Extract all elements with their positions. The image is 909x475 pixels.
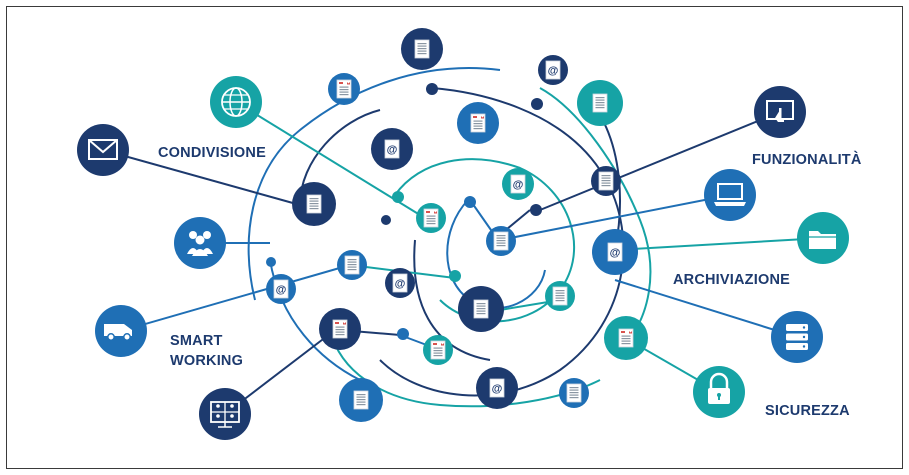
laptop-icon	[704, 169, 756, 221]
label-smart: SMART	[170, 333, 223, 349]
people-icon	[174, 217, 226, 269]
van-icon	[95, 305, 147, 357]
label-funzionalita: FUNZIONALITÀ	[752, 152, 862, 168]
folder-icon	[797, 212, 849, 264]
label-working: WORKING	[170, 353, 244, 369]
globe-icon	[210, 76, 262, 128]
padlock-icon	[693, 366, 745, 418]
label-archiviazione: ARCHIVIAZIONE	[673, 272, 790, 288]
label-sicurezza: SICUREZZA	[765, 403, 850, 419]
video-conference-icon	[199, 388, 251, 440]
touch-screen-icon	[754, 86, 806, 138]
server-icon	[771, 311, 823, 363]
diagram-frame	[6, 6, 903, 469]
label-condivisione: CONDIVISIONE	[158, 145, 266, 161]
envelope-icon	[77, 124, 129, 176]
